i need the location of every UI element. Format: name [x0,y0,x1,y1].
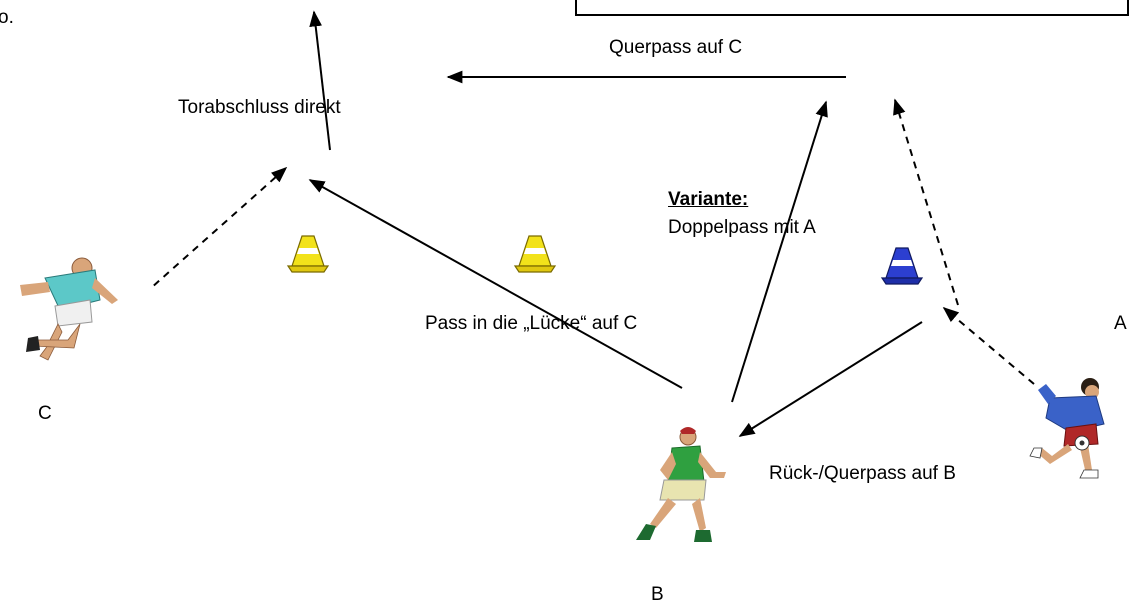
arrow-run-a-to-point [942,306,1035,385]
player-a-figure [1029,378,1105,479]
corner-text-fragment: o. [0,7,14,28]
cone-yellow-left [286,235,330,273]
player-c-label: C [38,403,52,424]
arrow-shot-on-goal [309,10,331,151]
label-variante-text: Doppelpass mit A [668,217,816,238]
label-variante-title: Variante: [668,189,749,210]
label-pass-luecke: Pass in die „Lücke“ auf C [425,313,638,334]
player-a-label: A [1114,313,1127,334]
label-querpass: Querpass auf C [609,37,743,58]
arrow-run-a-forward [893,98,959,306]
arrow-double-pass-variant [731,100,828,403]
player-c-figure [10,252,150,362]
player-b-figure [636,427,726,542]
cone-blue [880,247,924,285]
player-b-label: B [651,584,664,605]
label-rueckpass: Rück-/Querpass auf B [769,463,956,484]
arrow-pass-into-gap [308,179,683,389]
cone-yellow-middle [513,235,557,273]
description-box-bottom-edge [575,0,1129,16]
label-torabschluss: Torabschluss direkt [178,97,341,118]
arrow-back-pass-to-b [738,321,923,437]
